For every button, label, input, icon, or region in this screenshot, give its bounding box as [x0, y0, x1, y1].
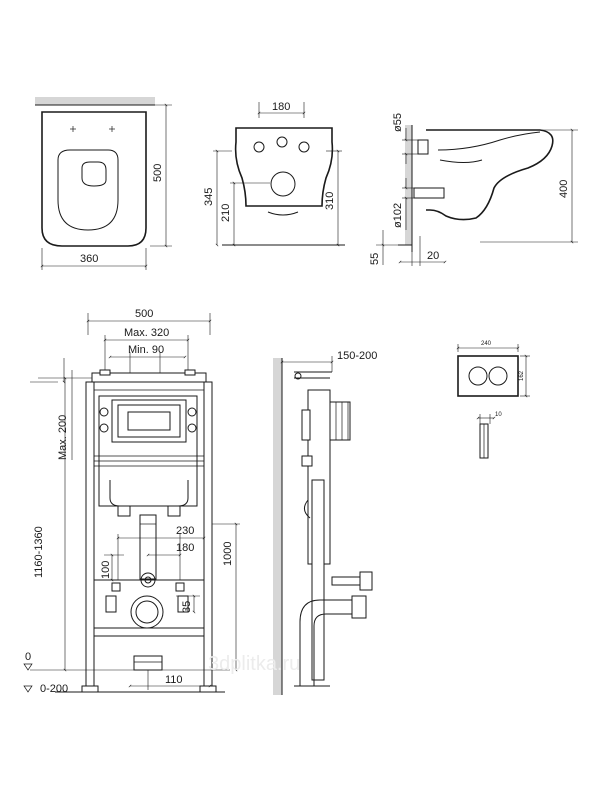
wall-depth-label: 150-200 [337, 350, 377, 362]
bowl-length-label: 500 [152, 164, 164, 182]
pipe-offset-180-label: 180 [176, 542, 194, 554]
frame-side-view: 150-200 [273, 350, 377, 695]
wall-gap-label: 20 [427, 250, 439, 262]
outlet-height-label: 345 [203, 188, 215, 206]
max-adjust-label: Max. 200 [57, 415, 69, 460]
height-100-label: 100 [100, 561, 112, 579]
plate-depth-label: 10 [495, 412, 502, 418]
outlet-diameter-label: ø102 [392, 203, 404, 228]
plate-height-label: 162 [519, 370, 525, 381]
inlet-diameter-label: ø55 [392, 113, 404, 132]
floor-range-label: 0-200 [40, 683, 68, 695]
height-1000-label: 1000 [222, 542, 234, 566]
bowl-top-view: 360 500 [35, 97, 172, 270]
height-35-label: 35 [181, 601, 193, 613]
frame-height-label: 1160-1360 [33, 526, 45, 578]
plate-width-label: 240 [481, 341, 492, 347]
watermark: 3dplitka.ru [208, 653, 300, 675]
pipe-offset-230-label: 230 [176, 525, 194, 537]
drain-offset-label: 110 [165, 674, 183, 686]
bowl-back-view: 180 345 210 310 [203, 101, 345, 247]
fixing-marks [70, 126, 115, 132]
bowl-width-label: 360 [80, 253, 98, 265]
flush-plate-view: 240 162 10 [456, 341, 530, 459]
level-zero-label: 0 [25, 651, 31, 663]
min-spacing-label: Min. 90 [128, 344, 164, 356]
bowl-side-view: ø55 ø102 400 55 20 [369, 113, 578, 266]
rim-height-label: 310 [324, 192, 336, 210]
fix-spacing-label: 180 [272, 101, 290, 113]
bowl-height-label: 400 [558, 180, 570, 198]
floor-gap-label: 55 [369, 253, 381, 265]
frame-width-label: 500 [135, 308, 153, 320]
max-spacing-label: Max. 320 [124, 327, 169, 339]
frame-front-view: 500 Max. 320 Min. 90 [23, 308, 240, 695]
inlet-height-label: 210 [220, 204, 232, 222]
